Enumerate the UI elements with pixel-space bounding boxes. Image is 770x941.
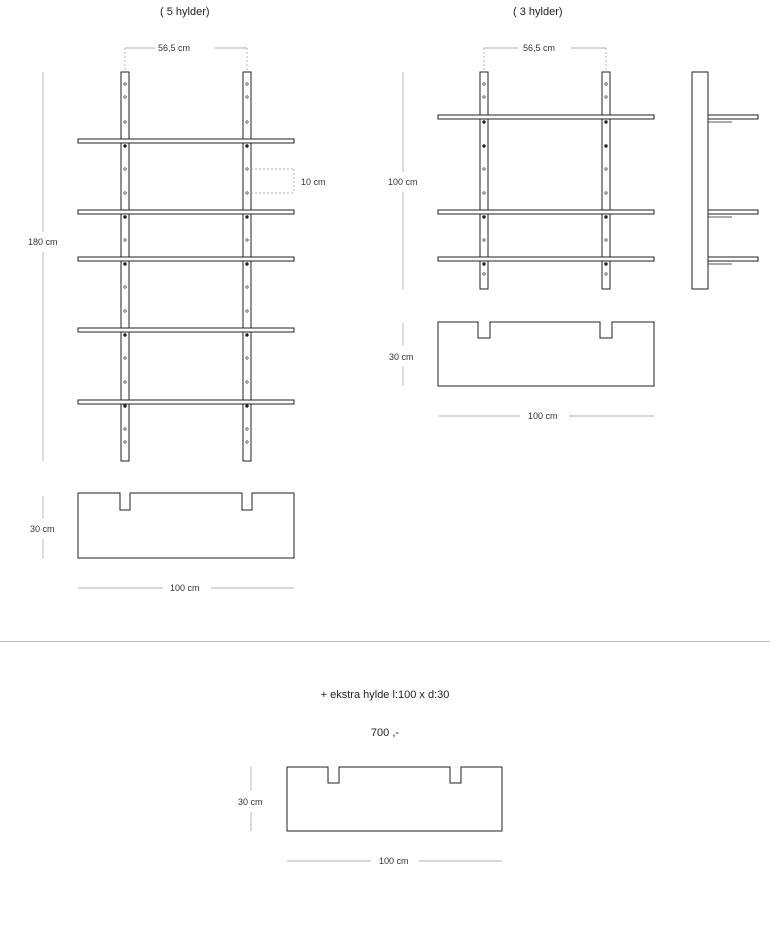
section-divider — [0, 641, 770, 642]
extra-shelf-caption: + ekstra hylde l:100 x d:30 — [320, 689, 450, 701]
left-width-label: 56,5 cm — [158, 43, 191, 53]
right-upright-holes — [482, 82, 608, 276]
right-upright-b — [601, 71, 611, 290]
left-shelf-2 — [77, 209, 295, 215]
left-shelf-plan — [77, 492, 295, 559]
left-height-label: 180 cm — [28, 237, 58, 247]
right-shelf-elevation — [437, 71, 655, 290]
right-shelf-2 — [437, 209, 655, 215]
left-shelf-3 — [77, 256, 295, 262]
spacing-bracket — [251, 168, 295, 194]
left-shelf-elevation — [77, 71, 295, 462]
extra-depth-label: 30 cm — [238, 797, 263, 807]
left-length-label: 100 cm — [170, 583, 200, 593]
right-width-dimension — [483, 47, 607, 72]
spacing-label: 10 cm — [301, 177, 326, 187]
extra-length-label: 100 cm — [379, 856, 409, 866]
left-diagram-title: ( 5 hylder) — [160, 6, 210, 18]
extra-plan-dimensions — [250, 767, 502, 862]
extra-shelf-price: 700 ,- — [370, 727, 400, 739]
right-side-view — [691, 71, 759, 290]
left-shelf-1 — [77, 138, 295, 144]
right-upright-a — [479, 71, 489, 290]
left-width-dimension — [124, 47, 248, 72]
right-height-label: 100 cm — [388, 177, 418, 187]
left-upright-b — [242, 71, 252, 462]
left-shelf-4 — [77, 327, 295, 333]
right-diagram-title: ( 3 hylder) — [513, 6, 563, 18]
right-shelf-1 — [437, 114, 655, 120]
right-shelf-3 — [437, 256, 655, 262]
right-length-label: 100 cm — [528, 411, 558, 421]
right-width-label: 56,5 cm — [523, 43, 556, 53]
right-shelf-plan — [437, 321, 655, 387]
extra-shelf-plan — [286, 766, 503, 832]
left-depth-label: 30 cm — [30, 524, 55, 534]
right-plan-dimensions — [402, 323, 654, 417]
left-upright-holes — [123, 82, 249, 444]
left-upright-a — [120, 71, 130, 462]
left-plan-dimensions — [42, 496, 294, 589]
left-shelf-5 — [77, 399, 295, 405]
right-depth-label: 30 cm — [389, 352, 414, 362]
